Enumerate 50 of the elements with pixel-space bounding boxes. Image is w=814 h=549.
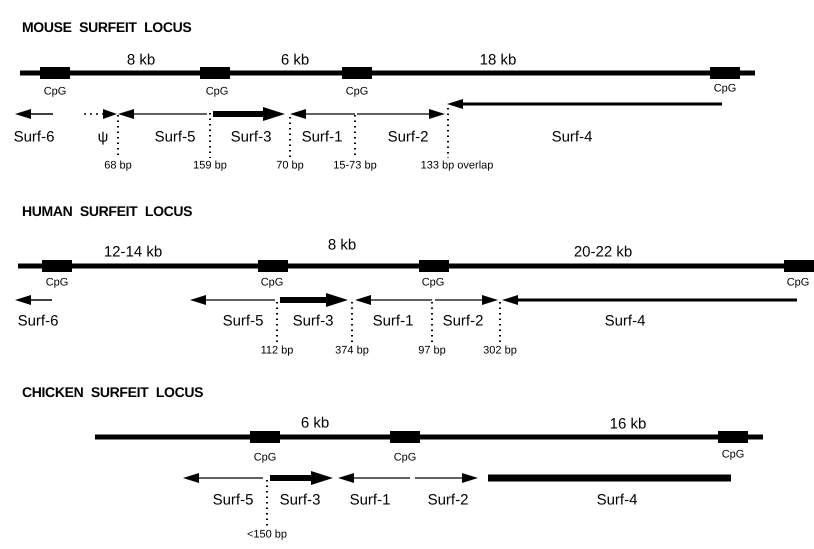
gene-label: ψ	[98, 130, 108, 144]
cpg-label: CpG	[260, 278, 284, 288]
section-title: MOUSE SURFEIT LOCUS	[22, 20, 192, 34]
spacing-label: 15-73 bp	[333, 160, 377, 172]
gene-label: Surf-3	[230, 130, 272, 144]
spacing-label: 97 bp	[418, 346, 446, 356]
section-title: CHICKEN SURFEIT LOCUS	[22, 385, 204, 399]
spacing-label: <150 bp	[246, 530, 288, 540]
cpg-label: CpG	[714, 84, 736, 94]
distance-label: 8 kb	[126, 52, 156, 68]
spacing-label: 159 bp	[193, 160, 227, 172]
cpg-label: CpG	[206, 86, 228, 98]
gene-label: Surf-6	[18, 314, 58, 328]
gene-label: Surf-3	[280, 492, 320, 508]
spacing-label: 112 bp	[260, 346, 294, 356]
spacing-label: 374 bp	[335, 346, 369, 356]
gene-label: Surf-2	[442, 314, 484, 328]
gene-label: Surf-4	[552, 130, 592, 144]
distance-label: 6 kb	[280, 52, 310, 68]
gene-label: Surf-3	[292, 314, 334, 328]
gene-label: Surf-1	[302, 130, 342, 144]
gene-label: Surf-5	[154, 130, 196, 144]
distance-label: 16 kb	[610, 416, 646, 432]
distance-label: 8 kb	[328, 238, 356, 252]
gene-label: Surf-4	[604, 314, 646, 328]
section-title: HUMAN SURFEIT LOCUS	[22, 204, 192, 218]
cpg-label: CpG	[44, 86, 66, 98]
gene-label: Surf-4	[596, 492, 638, 508]
gene-label: Surf-2	[428, 492, 468, 508]
gene-label: Surf-5	[222, 314, 264, 328]
distance-label: 20-22 kb	[574, 244, 632, 260]
gene-label: Surf-1	[350, 492, 390, 508]
gene-label: Surf-1	[372, 314, 414, 328]
distance-label: 18 kb	[480, 52, 516, 68]
cpg-label: CpG	[394, 452, 416, 464]
distance-label: 12-14 kb	[104, 244, 162, 260]
spacing-label: 68 bp	[104, 160, 132, 172]
cpg-label: CpG	[46, 278, 68, 288]
cpg-label: CpG	[254, 452, 276, 464]
gene-label: Surf-5	[212, 492, 254, 508]
cpg-label: CpG	[786, 278, 810, 288]
spacing-label: 302 bp	[483, 346, 517, 356]
cpg-label: CpG	[346, 86, 368, 98]
distance-label: 6 kb	[300, 416, 330, 430]
gene-label: Surf-6	[14, 130, 54, 144]
cpg-label: CpG	[722, 450, 744, 460]
cpg-label: CpG	[422, 278, 444, 288]
spacing-label: 70 bp	[276, 160, 304, 172]
spacing-label: 133 bp overlap	[420, 160, 494, 172]
gene-label: Surf-2	[388, 130, 428, 144]
